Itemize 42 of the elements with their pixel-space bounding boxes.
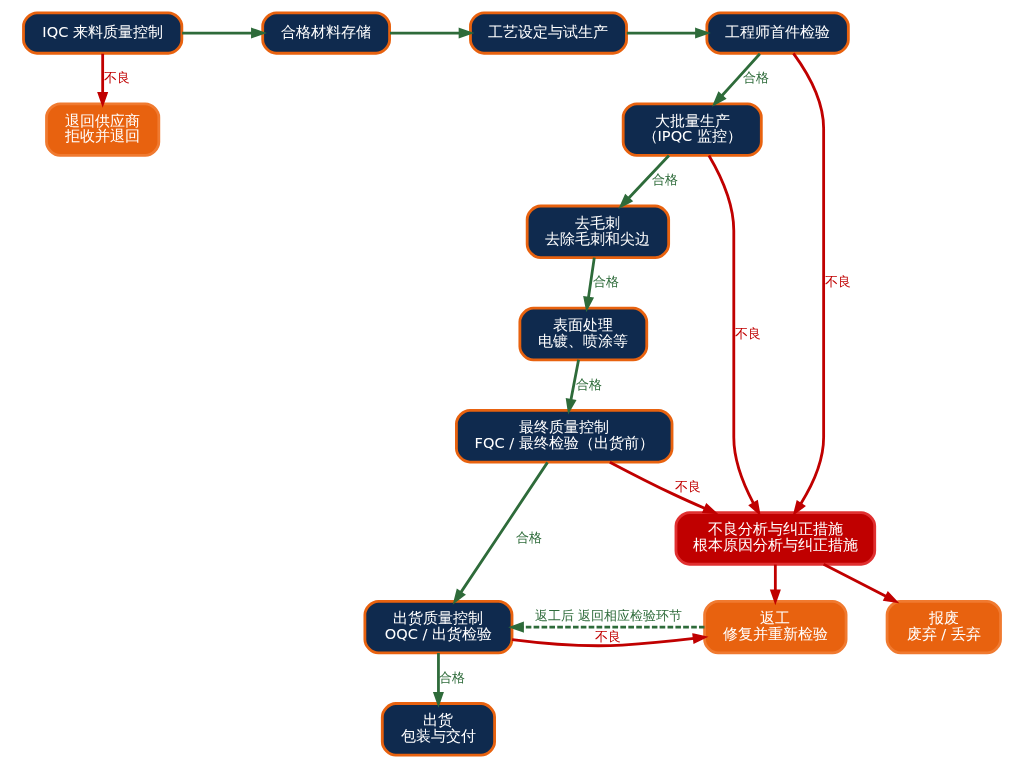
arrow bbox=[583, 257, 596, 313]
arrow bbox=[618, 154, 670, 210]
node-box: IQC 来料质量控制 bbox=[22, 11, 184, 55]
edge-label: 不良 bbox=[824, 273, 851, 290]
node-box: 工艺设定与试生产 bbox=[469, 11, 628, 55]
node-box: 表面处理 电镀、喷涂等 bbox=[518, 306, 649, 362]
arrow bbox=[711, 52, 761, 107]
edge-label: 合格 bbox=[515, 528, 542, 545]
arrow bbox=[707, 154, 761, 517]
edge-label: 不良 bbox=[675, 477, 702, 494]
edge-label: 不良 bbox=[595, 628, 622, 645]
arrow bbox=[822, 563, 900, 604]
edge-label: 不良 bbox=[103, 69, 130, 86]
node-box: 报废 废弃 / 丢弃 bbox=[885, 599, 1002, 655]
arrow bbox=[452, 461, 549, 605]
node-box: 出货质量控制 OQC / 出货检验 bbox=[363, 599, 514, 655]
edge-label: 合格 bbox=[651, 171, 678, 188]
edge-label: 不良 bbox=[734, 324, 761, 341]
arrow bbox=[432, 652, 444, 708]
arrow bbox=[512, 633, 709, 648]
node-box: 不良分析与纠正措施 根本原因分析与纠正措施 bbox=[674, 511, 877, 566]
arrow bbox=[182, 27, 267, 39]
node-box: 返工 修复并重新检验 bbox=[703, 599, 848, 655]
arrow bbox=[626, 27, 711, 39]
arrow bbox=[792, 52, 826, 517]
node-box: 退回供应商 拒收并退回 bbox=[45, 102, 161, 157]
node-box: 去毛刺 去除毛刺和尖边 bbox=[525, 204, 671, 260]
arrow bbox=[97, 53, 109, 108]
arrow bbox=[769, 564, 781, 606]
node-box: 工程师首件检验 bbox=[705, 11, 850, 55]
arrow bbox=[565, 359, 580, 415]
edge-label: 合格 bbox=[742, 69, 769, 86]
node-box: 出货 包装与交付 bbox=[380, 702, 496, 757]
edge-label: 合格 bbox=[593, 273, 620, 290]
edge-label: 返工后 返回相应检验环节 bbox=[534, 606, 682, 623]
edge-label: 合格 bbox=[576, 375, 603, 392]
arrow bbox=[390, 27, 475, 39]
node-box: 合格材料存储 bbox=[261, 11, 391, 55]
node-box: 最终质量控制 FQC / 最终检验（出货前） bbox=[455, 409, 674, 464]
arrow bbox=[609, 460, 719, 515]
node-box: 大批量生产 （IPQC 监控） bbox=[621, 102, 763, 157]
arrow bbox=[508, 621, 705, 633]
